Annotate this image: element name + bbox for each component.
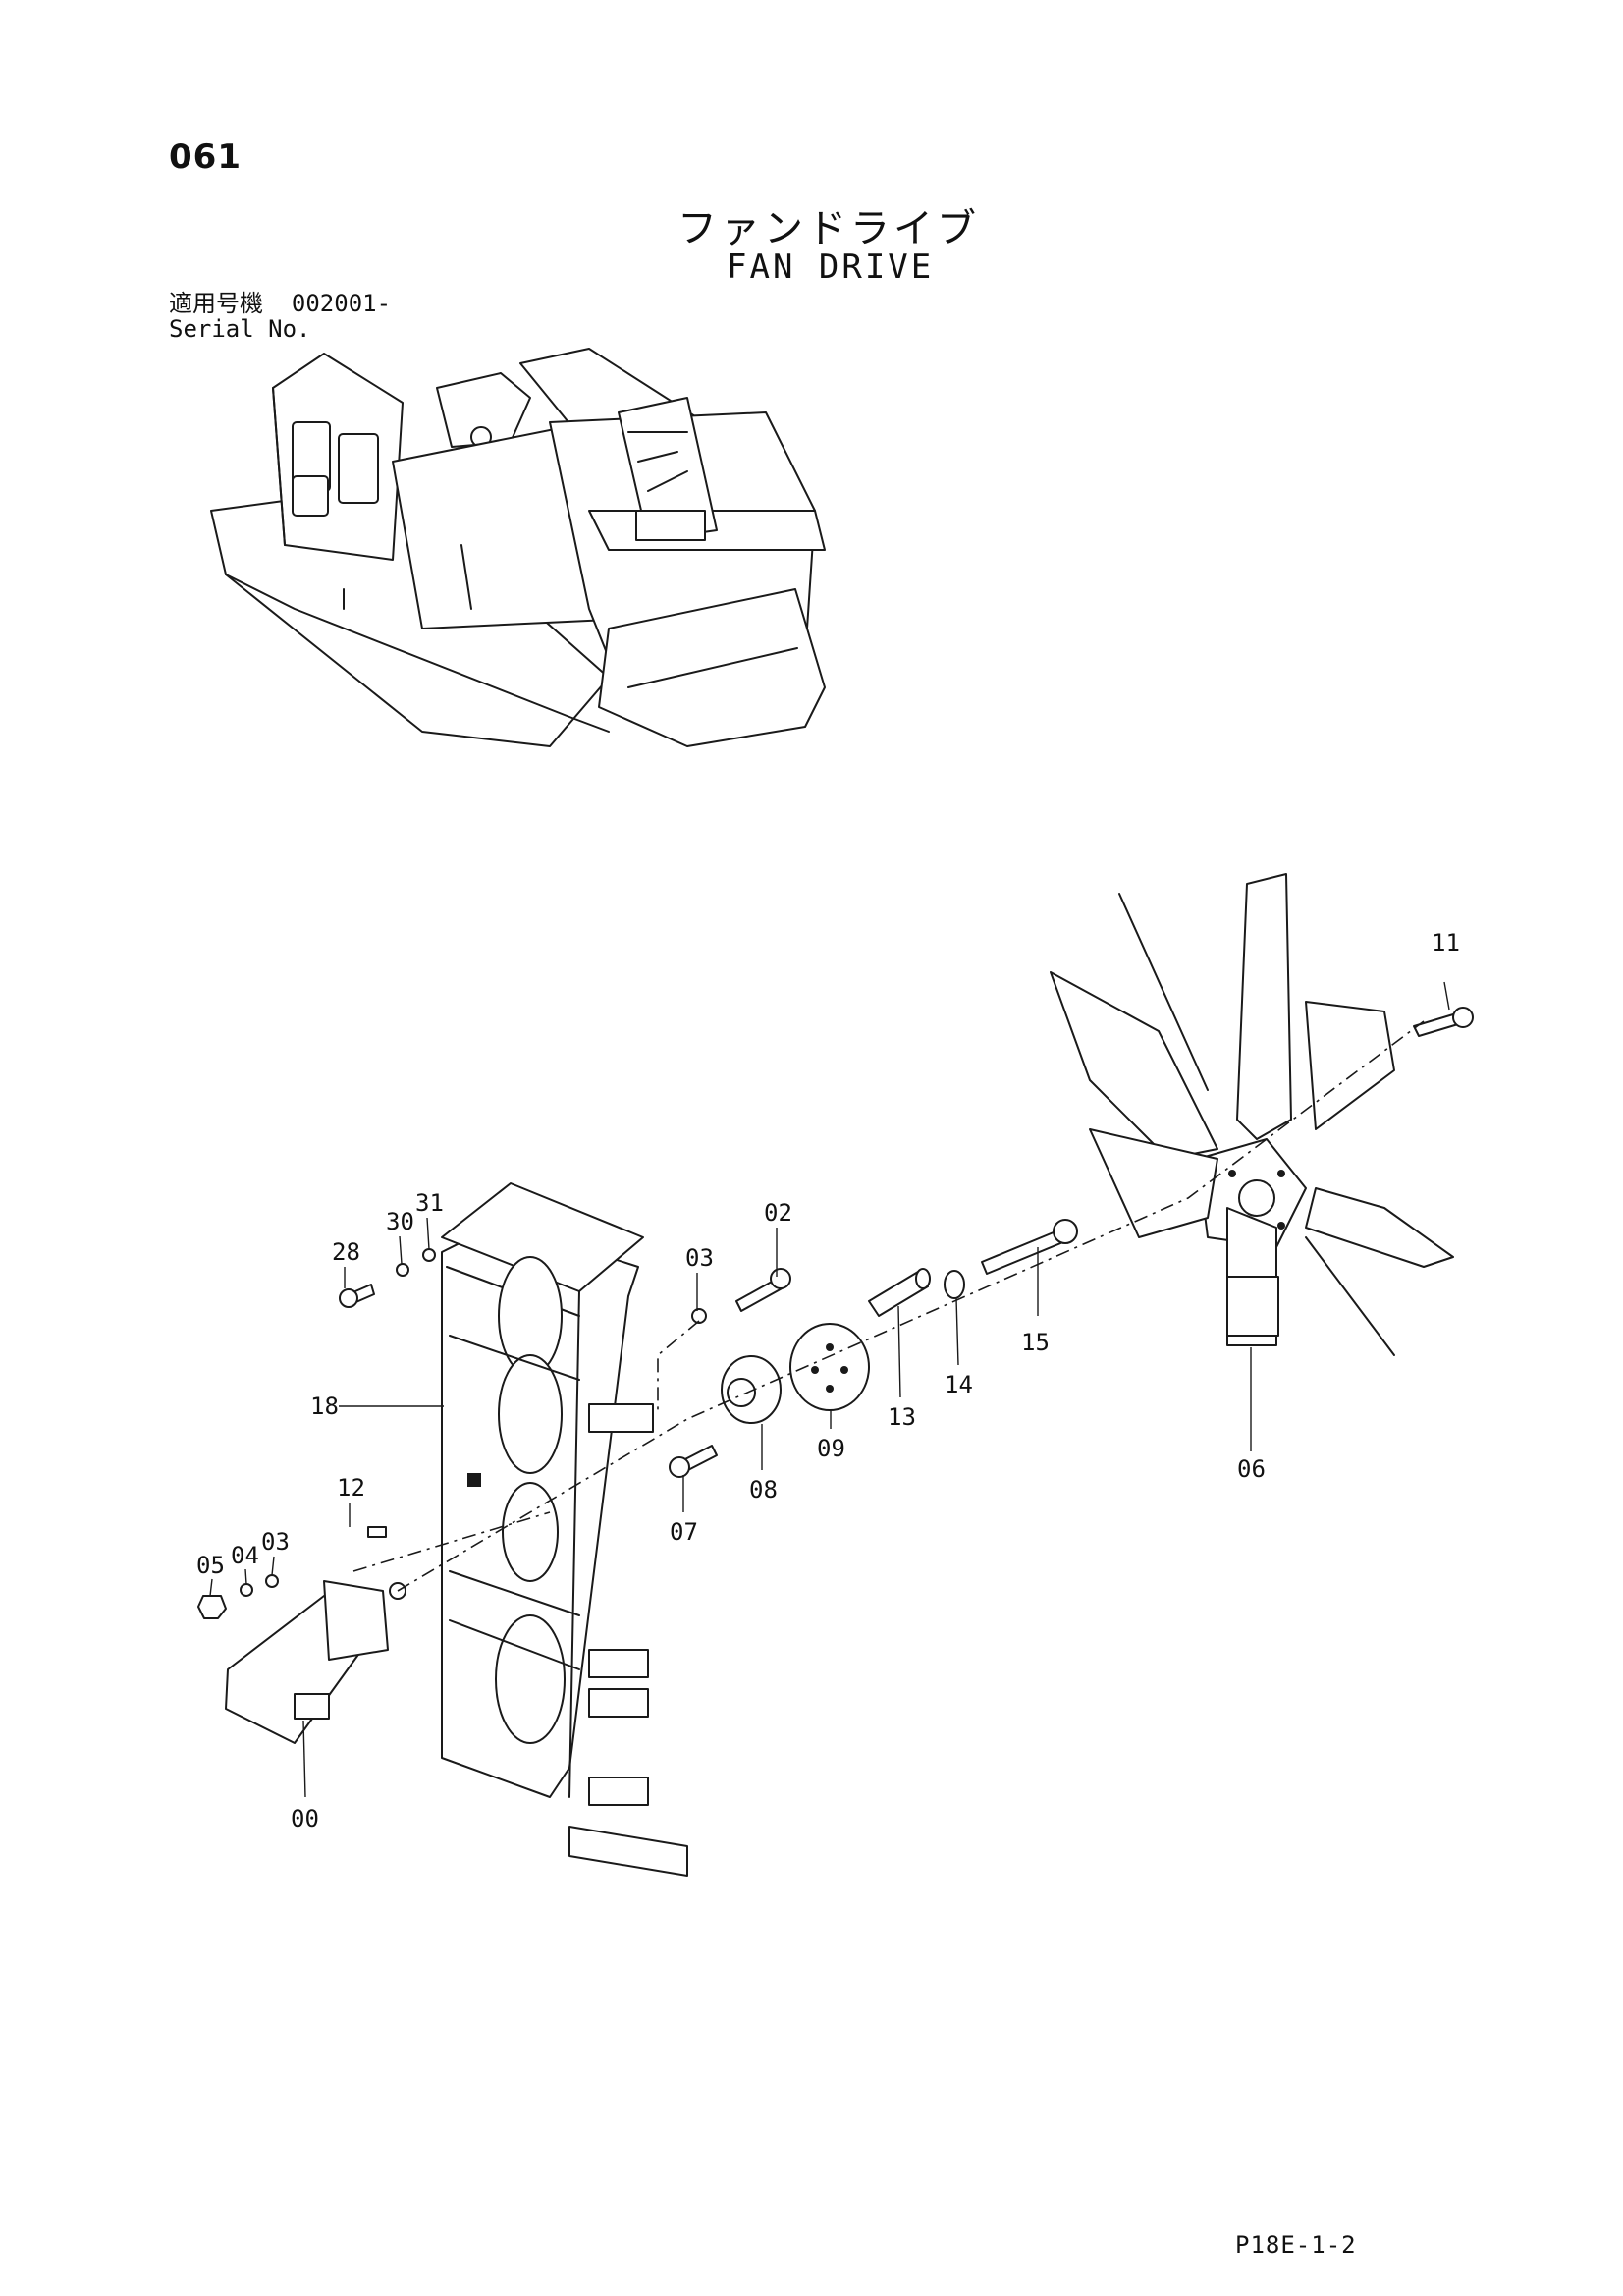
callout-02: 02 [764, 1199, 792, 1227]
callout-06: 06 [1237, 1455, 1266, 1483]
hardware-parts [197, 1007, 1474, 1744]
callout-03-lower: 03 [261, 1528, 290, 1556]
serial-value: 002001- [291, 290, 392, 317]
callout-00: 00 [291, 1805, 319, 1832]
callout-15: 15 [1021, 1329, 1050, 1356]
callout-11: 11 [1432, 929, 1460, 957]
leader-lines [209, 981, 1450, 1798]
machine-overview-illustration [210, 348, 826, 747]
serial-label-en: Serial No. [169, 315, 311, 343]
callout-03-upper: 03 [685, 1244, 714, 1272]
title-japanese: ファンドライブ [677, 206, 980, 251]
callout-14: 14 [945, 1371, 973, 1398]
callout-05: 05 [196, 1552, 225, 1579]
callout-08: 08 [749, 1476, 778, 1503]
title-english: FAN DRIVE [727, 247, 935, 287]
callout-13: 13 [888, 1403, 916, 1431]
fan-frame-part-18 [441, 1182, 688, 1877]
serial-row-jp: 適用号機 002001- [169, 291, 391, 316]
callout-30: 30 [386, 1208, 414, 1235]
assembly-centerlines [352, 1020, 1425, 1592]
serial-label-jp: 適用号機 [169, 290, 263, 317]
callout-labels: 11 15 06 14 13 09 08 02 03 07 28 30 31 1… [196, 929, 1460, 1832]
callout-07: 07 [670, 1518, 698, 1546]
fan-part-06 [1050, 873, 1454, 1356]
serial-block: 適用号機 002001- Serial No. [169, 291, 391, 342]
callout-12: 12 [337, 1474, 365, 1502]
callout-09: 09 [817, 1435, 845, 1462]
callout-04: 04 [231, 1542, 259, 1569]
callout-31: 31 [415, 1189, 444, 1217]
callout-28: 28 [332, 1238, 360, 1266]
callout-18: 18 [310, 1393, 339, 1420]
footer-page-code: P18E-1-2 [1235, 2231, 1357, 2259]
page-number: 061 [169, 137, 242, 177]
